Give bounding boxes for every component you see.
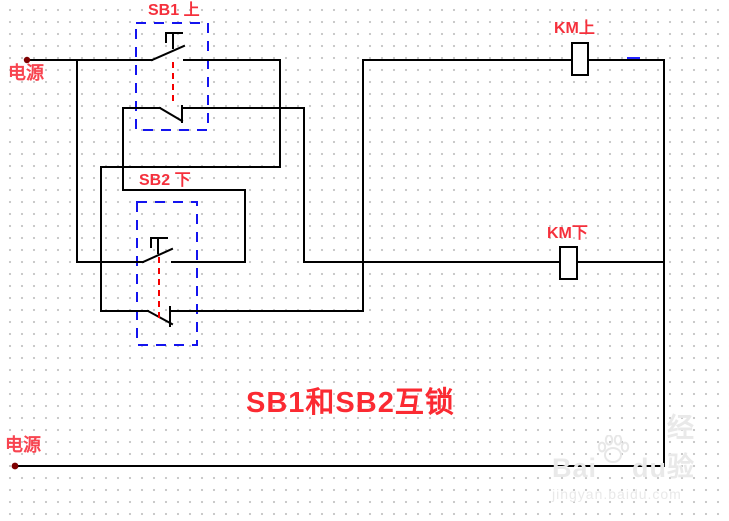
pushbutton-dashed-box-1 [135,22,209,131]
diagram-title-interlock: SB1和SB2互锁 [246,387,455,419]
power-terminal-dot [11,462,19,470]
pushbutton-dashed-box-2 [136,201,198,346]
label-km-down-coil: KM下 [547,225,588,242]
contactor-coil-km-up [571,42,589,76]
contactor-coil-km-down [559,246,578,280]
label-km-up-coil: KM上 [554,20,595,37]
wire-segment [150,44,186,62]
label-sb1-up-button: SB1 上 [148,2,200,19]
label-power-source-top: 电源 [8,63,44,83]
label-power-source-bottom: 电源 [5,435,41,455]
wire-segment [141,247,174,264]
wire-segment [158,106,184,123]
power-terminal-dot [23,56,31,64]
label-sb2-down-button: SB2 下 [139,172,191,189]
